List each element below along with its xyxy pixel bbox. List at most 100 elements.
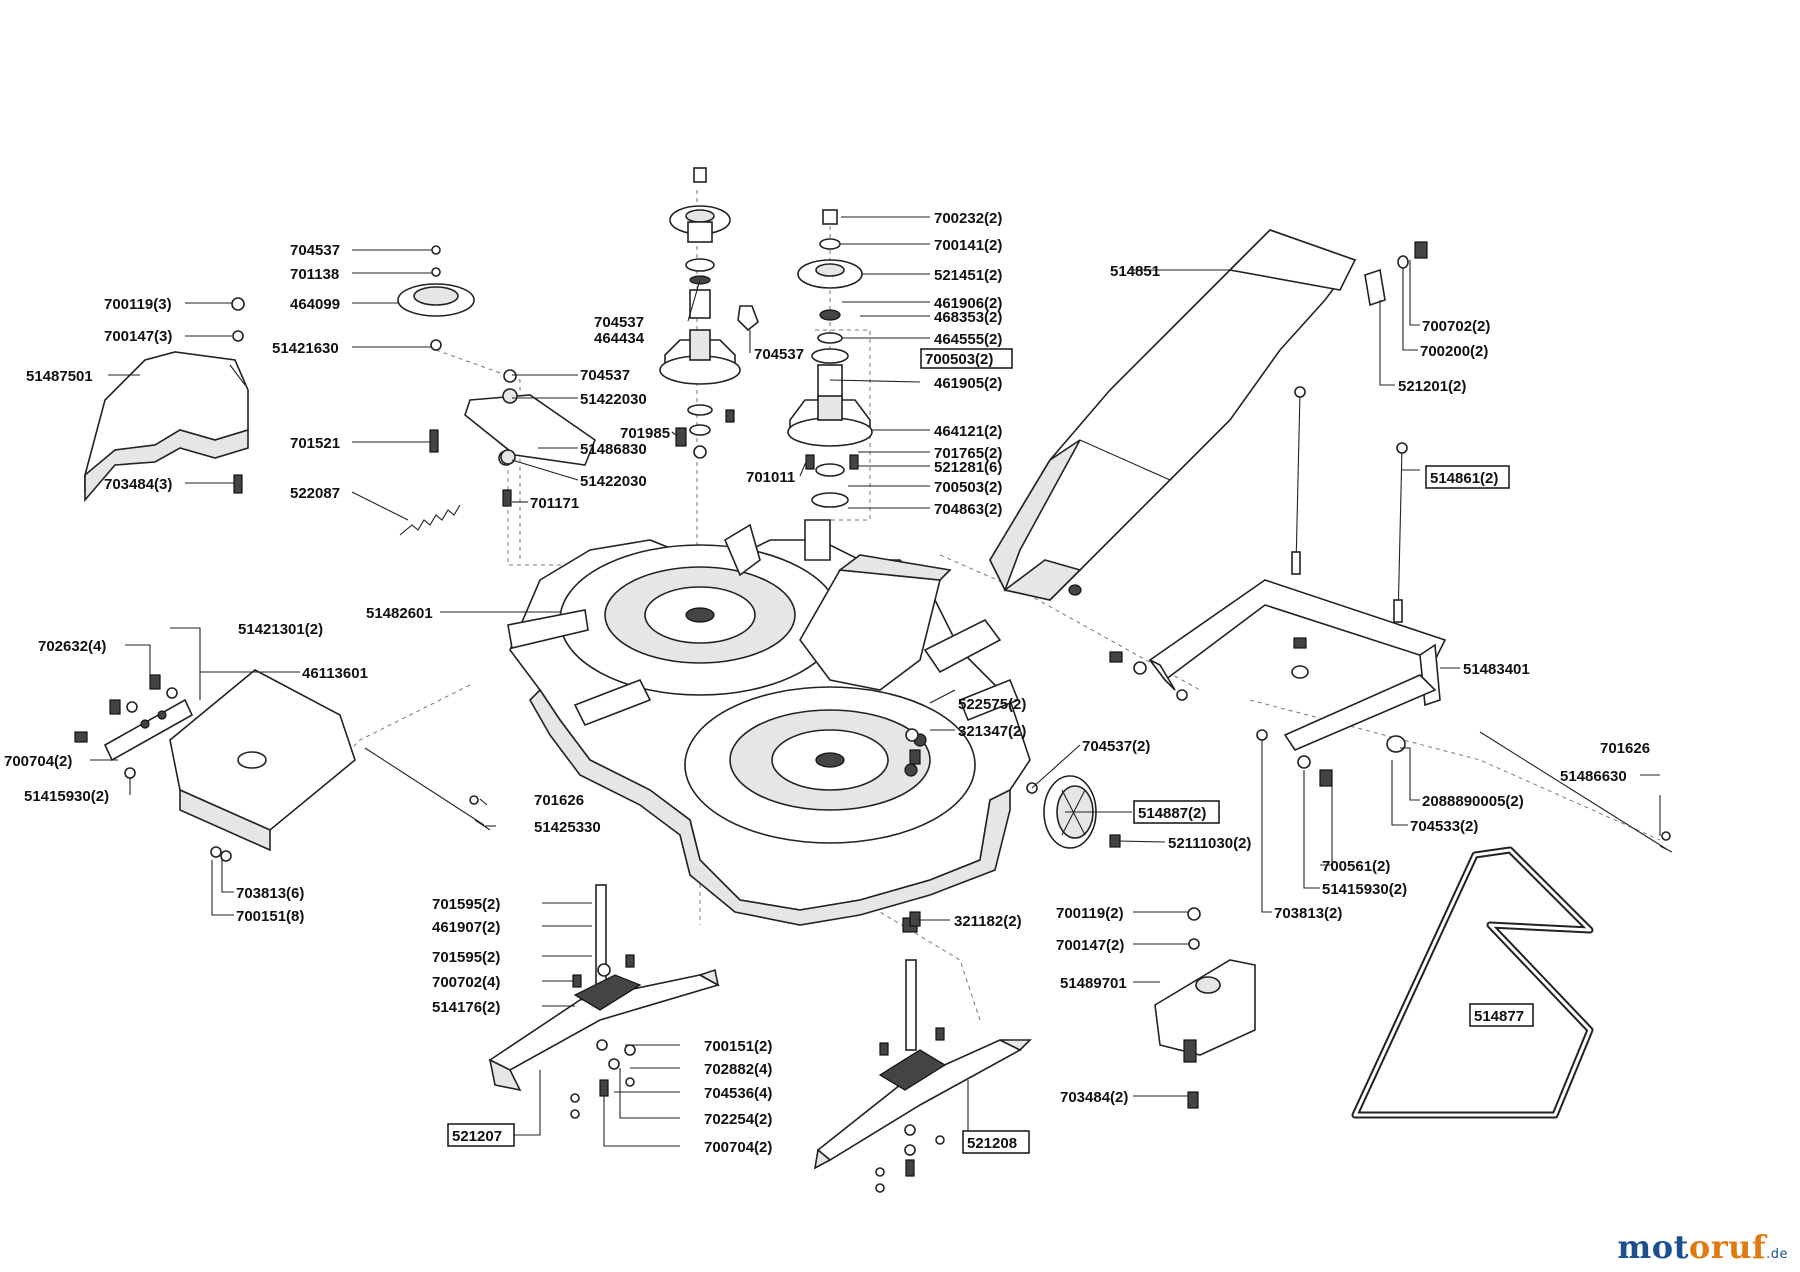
belt-guard-right	[1154, 907, 1256, 1109]
label-701985: 701985	[620, 425, 670, 442]
label-704533-2: 704533(2)	[1410, 818, 1478, 835]
rod-left	[364, 747, 491, 831]
label-701011: 701011	[746, 469, 795, 486]
label-46113601: 46113601	[302, 665, 368, 682]
label-700141-2: 700141(2)	[934, 237, 1002, 254]
leader-lines	[90, 216, 1661, 1147]
chute-rod-pin	[1291, 386, 1408, 623]
motoruf-watermark: motoruf.de	[1617, 1228, 1788, 1266]
label-522575-2: 522575(2)	[958, 696, 1026, 713]
label-704537-b: 704537	[580, 367, 630, 384]
label-51415930-2: 51415930(2)	[24, 788, 109, 805]
label-700702-4: 700702(4)	[432, 974, 500, 991]
label-701595-2: 701595(2)	[432, 896, 500, 913]
label-51415930-2-b: 51415930(2)	[1322, 881, 1407, 898]
spring-522087	[399, 504, 461, 536]
label-321182-2: 321182(2)	[954, 913, 1022, 930]
label-700704-2: 700704(2)	[4, 753, 72, 770]
chute-hardware	[1364, 241, 1428, 307]
label-700147-2: 700147(2)	[1056, 937, 1124, 954]
label-700147-3: 700147(3)	[104, 328, 172, 345]
label-700232-2: 700232(2)	[934, 210, 1002, 227]
label-51422030-b: 51422030	[580, 473, 647, 490]
pulley-464099	[397, 283, 475, 317]
label-51482601: 51482601	[366, 605, 433, 622]
label-52111030-2: 52111030(2)	[1168, 835, 1251, 852]
label-700119-2: 700119(2)	[1056, 905, 1124, 922]
label-700200-2: 700200(2)	[1420, 343, 1488, 360]
drive-belt	[1351, 846, 1594, 1119]
label-703813-2: 703813(2)	[1274, 905, 1342, 922]
fasteners-left	[231, 245, 517, 507]
label-522087: 522087	[290, 485, 340, 502]
label-701595-2-b: 701595(2)	[432, 949, 500, 966]
label-514887-2: 514887(2)	[1138, 805, 1206, 822]
grass-chute	[989, 229, 1357, 601]
label-521208: 521208	[967, 1135, 1017, 1152]
label-51483401: 51483401	[1463, 661, 1530, 678]
watermark-text-2: oruf	[1688, 1228, 1767, 1266]
label-703813-6: 703813(6)	[236, 885, 304, 902]
label-703484-2: 703484(2)	[1060, 1089, 1128, 1106]
watermark-tld: .de	[1766, 1247, 1788, 1262]
label-51421301-2: 51421301(2)	[238, 621, 323, 638]
label-704537-d: 704537	[754, 346, 804, 363]
spindle-assembly-left	[659, 167, 759, 459]
label-51425330: 51425330	[534, 819, 601, 836]
label-461905-2: 461905(2)	[934, 375, 1002, 392]
label-700119-3: 700119(3)	[104, 296, 172, 313]
label-702254-2: 702254(2)	[704, 1111, 772, 1128]
label-701626-b: 701626	[1600, 740, 1650, 757]
label-700503-2-boxed: 700503(2)	[925, 351, 993, 368]
label-521451-2: 521451(2)	[934, 267, 1002, 284]
label-700704-2-b: 700704(2)	[704, 1139, 772, 1156]
label-51487501: 51487501	[26, 368, 93, 385]
label-700503-2: 700503(2)	[934, 479, 1002, 496]
part-number-labels: 704537 701138 464099 51421630 700119(3) …	[4, 210, 1650, 1156]
label-701171: 701171	[530, 495, 579, 512]
label-704537-c: 704537	[594, 314, 644, 331]
label-704537: 704537	[290, 242, 340, 259]
label-2088890005-2: 2088890005(2)	[1422, 793, 1524, 810]
label-461906-2: 461906(2)	[934, 295, 1002, 312]
label-701138: 701138	[290, 266, 339, 283]
belt-guard-left	[84, 351, 249, 503]
blade-assembly-left	[488, 884, 721, 1119]
label-700561-2: 700561(2)	[1322, 858, 1390, 875]
rod-right	[1479, 731, 1673, 853]
label-514176-2: 514176(2)	[432, 999, 500, 1016]
label-468353-2: 468353(2)	[934, 309, 1002, 326]
label-704536-4: 704536(4)	[704, 1085, 772, 1102]
label-51486630: 51486630	[1560, 768, 1627, 785]
label-514851: 514851	[1110, 263, 1160, 280]
label-701765-2: 701765(2)	[934, 445, 1002, 462]
watermark-text-1: mot	[1617, 1228, 1689, 1266]
label-51421630: 51421630	[272, 340, 339, 357]
left-height-bracket	[74, 669, 356, 862]
label-702632-4: 702632(4)	[38, 638, 106, 655]
label-704537-2: 704537(2)	[1082, 738, 1150, 755]
label-514861-2: 514861(2)	[1430, 470, 1498, 487]
label-51489701: 51489701	[1060, 975, 1127, 992]
rear-frame	[1109, 579, 1447, 787]
label-51422030-a: 51422030	[580, 391, 647, 408]
label-521207: 521207	[452, 1128, 502, 1145]
boxed-label-frames	[447, 348, 1534, 1154]
blade-assembly-right	[813, 911, 1032, 1193]
label-521201-2: 521201(2)	[1398, 378, 1466, 395]
label-700151-8: 700151(8)	[236, 908, 304, 925]
label-464099: 464099	[290, 296, 340, 313]
label-514877: 514877	[1474, 1008, 1524, 1025]
label-700151-2: 700151(2)	[704, 1038, 772, 1055]
label-700702-2: 700702(2)	[1422, 318, 1490, 335]
label-464434: 464434	[594, 330, 645, 347]
label-321347-2: 321347(2)	[958, 723, 1026, 740]
mower-deck	[507, 519, 1031, 926]
label-701626: 701626	[534, 792, 584, 809]
label-51486830: 51486830	[580, 441, 647, 458]
label-703484-3: 703484(3)	[104, 476, 172, 493]
label-461907-2: 461907(2)	[432, 919, 500, 936]
idler-arm	[464, 388, 596, 466]
label-464121-2: 464121(2)	[934, 423, 1002, 440]
